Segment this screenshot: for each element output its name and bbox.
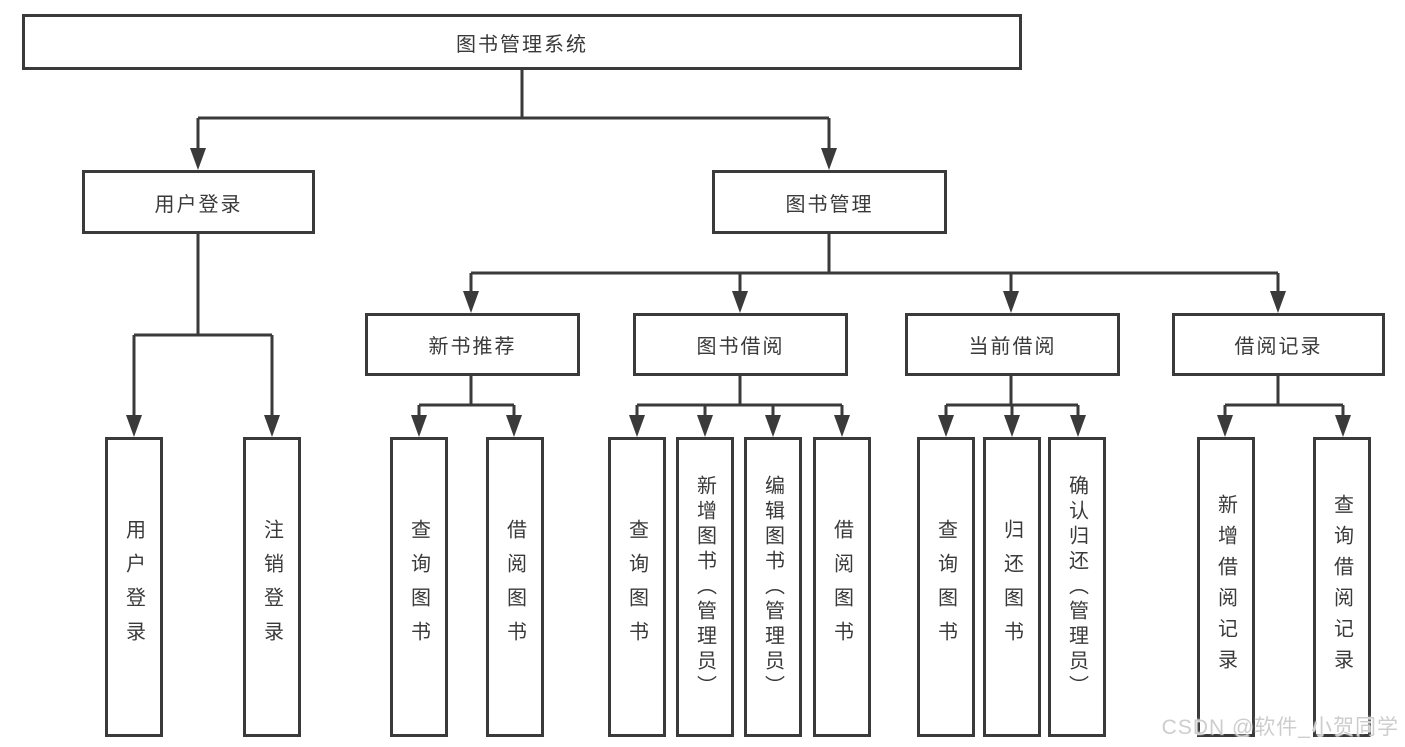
node-current-borrowing-label: 当前借阅: [968, 336, 1057, 358]
node-leaf-edit-books-admin: 编辑图书（管理员）: [744, 437, 802, 737]
node-root-label: 图书管理系统: [456, 33, 588, 56]
leaf-label: 查询图书: [934, 519, 957, 655]
node-user-login-label: 用户登录: [154, 193, 243, 216]
node-book-borrowing-label: 图书借阅: [696, 336, 785, 358]
arrowheads: [126, 148, 1351, 437]
node-leaf-query-books-recommend: 查询图书: [390, 437, 448, 737]
node-book-borrowing: 图书借阅: [633, 313, 848, 376]
node-new-book-recommend-label: 新书推荐: [428, 336, 517, 358]
leaf-label: 借阅图书: [830, 519, 853, 655]
leaf-label: 借阅图书: [503, 519, 526, 655]
node-new-book-recommend: 新书推荐: [365, 313, 580, 376]
node-leaf-confirm-return-admin: 确认归还（管理员）: [1048, 437, 1106, 737]
leaf-label: 注销登录: [260, 519, 283, 655]
node-leaf-query-books-current: 查询图书: [917, 437, 975, 737]
node-current-borrowing: 当前借阅: [905, 313, 1120, 376]
leaf-label: 查询图书: [625, 519, 648, 655]
leaf-label: 查询图书: [407, 519, 430, 655]
node-leaf-borrow-books-recommend: 借阅图书: [486, 437, 544, 737]
leaf-label: 用户登录: [122, 519, 145, 655]
leaf-label: 归还图书: [1000, 519, 1023, 655]
node-leaf-add-borrow-record: 新增借阅记录: [1197, 437, 1255, 737]
leaf-label: 确认归还（管理员）: [1065, 474, 1088, 700]
node-book-management: 图书管理: [712, 170, 947, 234]
node-user-login: 用户登录: [82, 170, 315, 234]
node-borrowing-records-label: 借阅记录: [1234, 336, 1323, 358]
node-leaf-query-borrow-record: 查询借阅记录: [1313, 437, 1371, 737]
node-leaf-logout: 注销登录: [243, 437, 301, 737]
node-leaf-query-books-borrow: 查询图书: [608, 437, 666, 737]
node-root-system: 图书管理系统: [22, 14, 1022, 70]
node-borrowing-records: 借阅记录: [1172, 313, 1385, 376]
node-book-management-label: 图书管理: [785, 193, 874, 216]
node-leaf-add-books-admin: 新增图书（管理员）: [676, 437, 734, 737]
node-leaf-user-login: 用户登录: [105, 437, 163, 737]
leaf-label: 编辑图书（管理员）: [761, 474, 784, 700]
node-leaf-return-books: 归还图书: [983, 437, 1041, 737]
leaf-label: 新增图书（管理员）: [693, 474, 716, 700]
leaf-label: 查询借阅记录: [1330, 494, 1353, 680]
node-leaf-borrow-books-borrow: 借阅图书: [813, 437, 871, 737]
leaf-label: 新增借阅记录: [1214, 494, 1237, 680]
csdn-watermark: CSDN @软件_小贺同学: [1161, 716, 1399, 739]
